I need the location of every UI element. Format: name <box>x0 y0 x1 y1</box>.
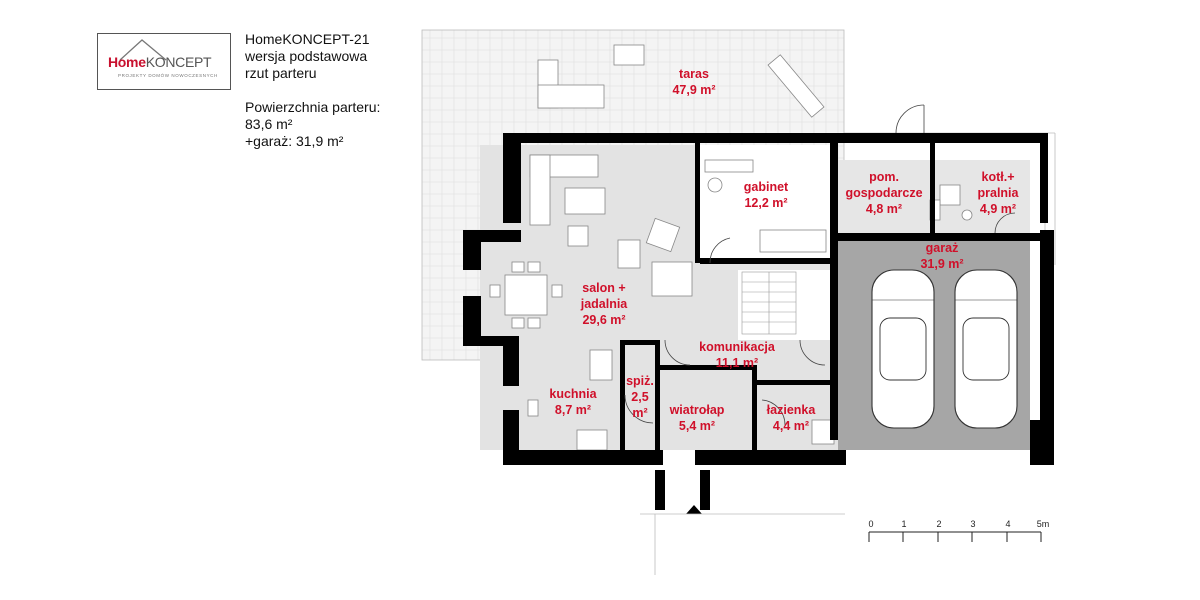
project-title: HomeKONCEPT-21 <box>245 31 370 47</box>
scale-bar: 0 1 2 3 4 5m <box>868 519 1049 542</box>
logo-tagline: PROJEKTY DOMÓW NOWOCZESNYCH <box>118 73 218 78</box>
area-wiatrolap: 5,4 m² <box>679 419 715 433</box>
logo-roof-icon <box>119 39 167 61</box>
label-jadalnia: jadalnia <box>580 297 629 311</box>
label-kuchnia: kuchnia <box>549 387 597 401</box>
plan-info: HomeKONCEPT-21 wersja podstawowa rzut pa… <box>245 31 380 150</box>
label-wiatrolap: wiatrołap <box>669 403 725 417</box>
furniture <box>489 154 973 451</box>
area-pom-gospodarcze: 4,8 m² <box>866 202 902 216</box>
area-salon: 29,6 m² <box>582 313 625 327</box>
label-salon: salon + <box>582 281 625 295</box>
area-taras: 47,9 m² <box>672 83 715 97</box>
logo-home: Home <box>108 54 146 70</box>
area-spiz: 2,5 <box>631 390 648 404</box>
area-value: 83,6 m² <box>245 116 293 132</box>
logo-wordmark: HomeKONCEPT <box>108 54 212 70</box>
scale-tick-5: 5m <box>1037 519 1050 529</box>
label-garaz: garaż <box>926 241 959 255</box>
area-kuchnia: 8,7 m² <box>555 403 591 417</box>
label-komunikacja: komunikacja <box>699 340 776 354</box>
label-taras: taras <box>679 67 709 81</box>
scale-tick-4: 4 <box>1005 519 1010 529</box>
scale-tick-3: 3 <box>970 519 975 529</box>
area-spiz-unit: m² <box>632 406 647 420</box>
project-variant: wersja podstawowa <box>245 48 368 64</box>
scale-tick-2: 2 <box>936 519 941 529</box>
entrance-arrow-icon <box>686 505 702 514</box>
area-label: Powierzchnia parteru: <box>245 99 381 115</box>
area-kotlownia: 4,9 m² <box>980 202 1016 216</box>
label-gospodarcze: gospodarcze <box>845 186 922 200</box>
label-kotl: kotł.+ <box>982 170 1015 184</box>
scale-tick-0: 0 <box>868 519 873 529</box>
area-komunikacja: 11,1 m² <box>716 356 758 370</box>
label-lazienka: łazienka <box>767 403 817 417</box>
label-pralnia: pralnia <box>978 186 1020 200</box>
scale-tick-1: 1 <box>901 519 906 529</box>
walls <box>463 133 1054 510</box>
logo-koncept: KONCEPT <box>145 54 212 70</box>
room-labels: taras 47,9 m² gabinet 12,2 m² pom. gospo… <box>549 67 1019 433</box>
staircase <box>741 271 797 335</box>
area-gabinet: 12,2 m² <box>744 196 787 210</box>
label-spiz: spiż. <box>626 374 654 388</box>
plan-view-name: rzut parteru <box>245 65 317 81</box>
car-right <box>954 269 1018 429</box>
logo: HomeKONCEPT PROJEKTY DOMÓW NOWOCZESNYCH <box>97 33 231 90</box>
door-swings <box>624 104 1016 426</box>
area-garaz: 31,9 m² <box>920 257 963 271</box>
car-left <box>871 269 935 429</box>
label-gabinet: gabinet <box>744 180 789 194</box>
label-pom: pom. <box>869 170 899 184</box>
garage-area: +garaż: 31,9 m² <box>245 133 344 149</box>
area-lazienka: 4,4 m² <box>773 419 809 433</box>
